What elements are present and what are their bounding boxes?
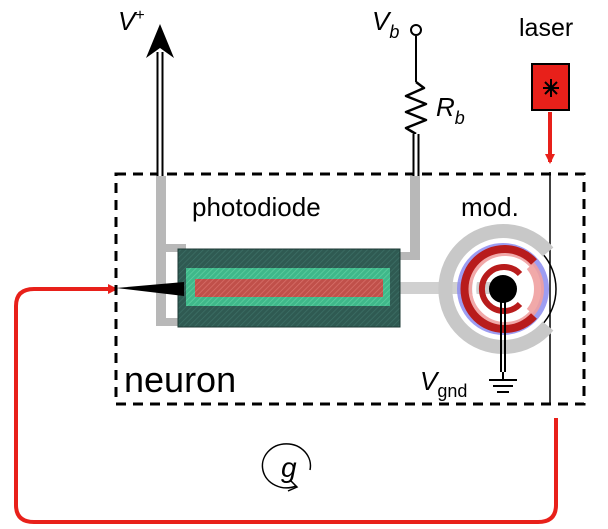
loop-arrow-icon	[261, 443, 312, 492]
v-gnd-label: Vgnd	[420, 366, 467, 401]
vb-supply	[404, 24, 428, 176]
star-icon	[543, 79, 559, 97]
photodiode-label: photodiode	[192, 192, 321, 222]
v-plus-supply	[146, 24, 174, 176]
ring-modulator	[438, 224, 557, 372]
input-taper	[116, 282, 184, 296]
gain-label: g	[281, 452, 297, 483]
laser-label: laser	[519, 14, 573, 42]
v-b-label: Vb	[372, 6, 399, 42]
feedback-loop	[14, 284, 558, 524]
v-plus-label: V+	[118, 6, 145, 36]
mod-label: mod.	[461, 192, 519, 222]
neuron-boundary	[114, 172, 586, 406]
r-b-label: Rb	[436, 92, 465, 128]
vb-terminal-icon	[410, 24, 422, 36]
resistor-icon	[404, 81, 428, 136]
ground-icon	[489, 372, 517, 393]
neuron-label: neuron	[124, 359, 236, 400]
laser-source	[531, 63, 570, 111]
photodiode-device	[177, 248, 401, 328]
